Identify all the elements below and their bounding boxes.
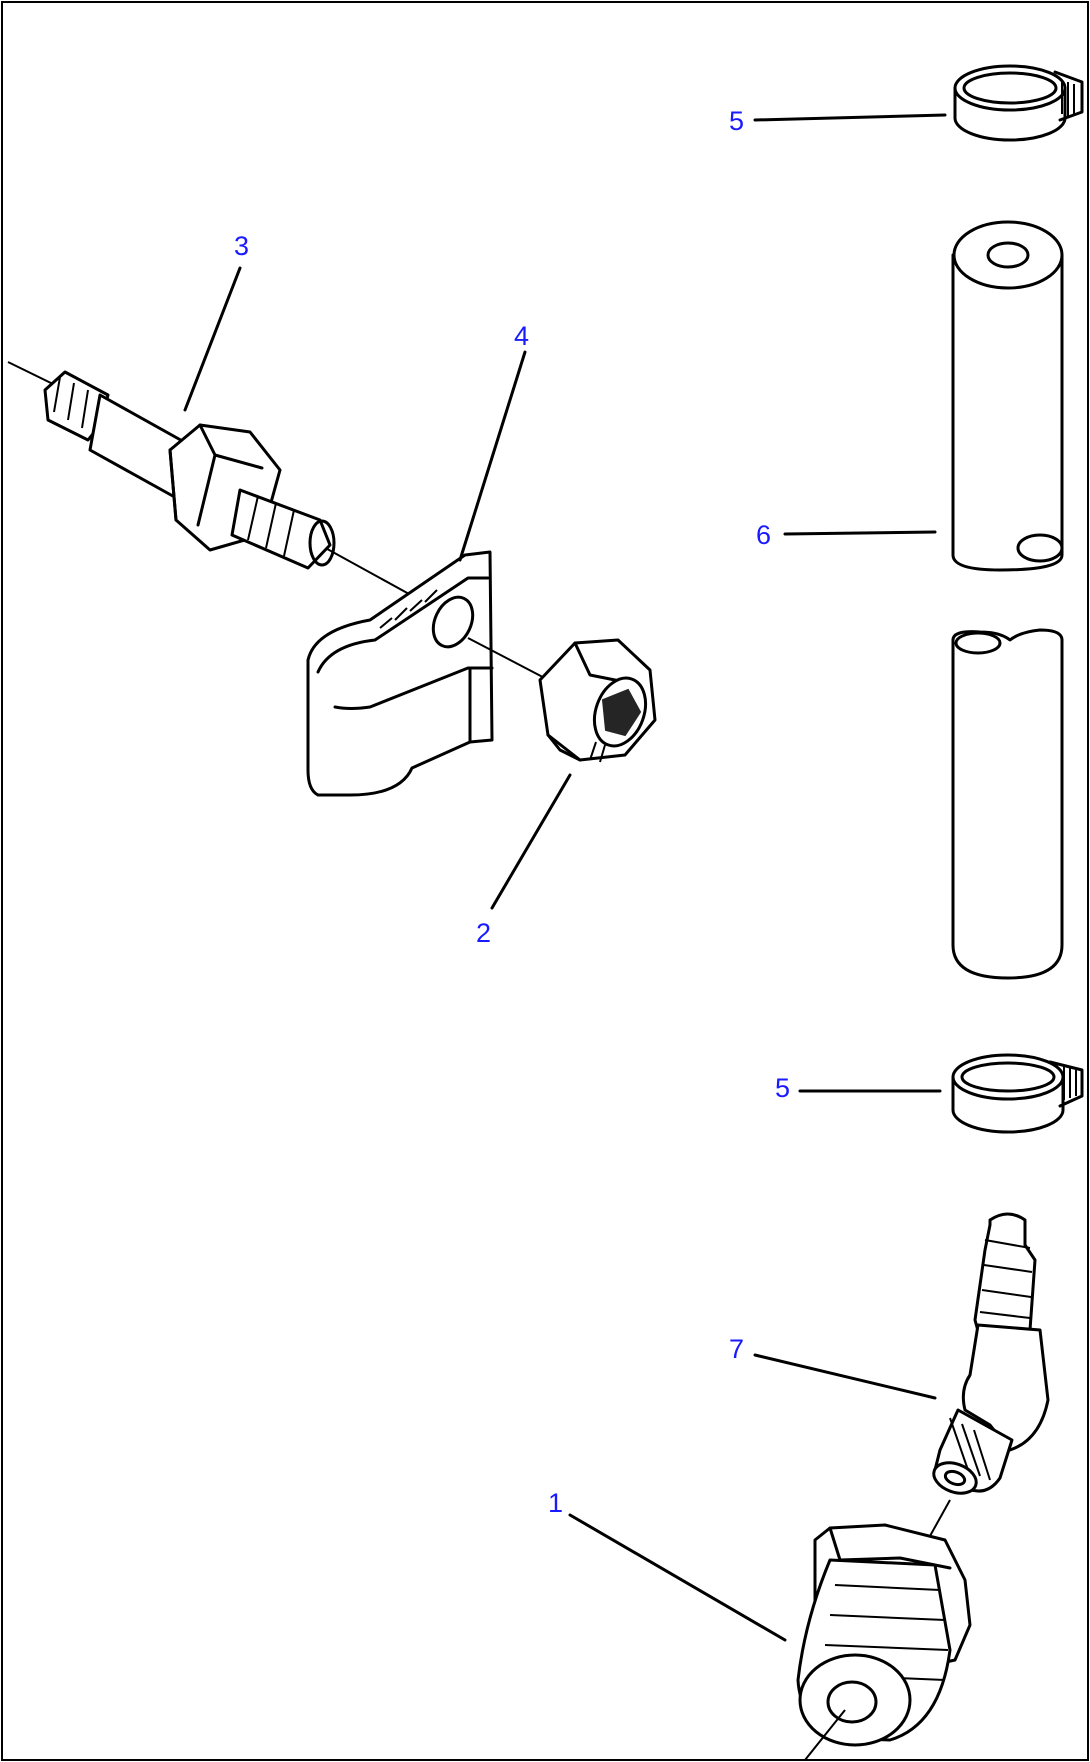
hose-clamp-bottom [951,1053,1084,1134]
leader-1 [568,1513,787,1642]
hose-clamp-top [953,64,1084,142]
leader-lines [183,113,947,1642]
callout-labels: 5 3 4 6 2 5 7 1 [234,106,790,1518]
elbow-fitting [924,1212,1050,1546]
flange-nut [538,638,657,763]
leader-7 [753,1353,937,1400]
callout-5-top: 5 [729,106,744,136]
leader-3 [183,266,242,412]
leader-2 [490,773,572,910]
clip-bracket [306,550,559,797]
callout-6: 6 [756,520,771,550]
hose-nipple [7,361,421,601]
callout-2: 2 [476,918,491,948]
callout-3: 3 [234,231,249,261]
leader-5-top [753,113,947,122]
callout-5-bottom: 5 [775,1073,790,1103]
leader-6 [783,530,937,536]
adapter-fitting [796,1523,972,1761]
callout-7: 7 [729,1334,744,1364]
hose-lower-segment [951,628,1064,980]
hose-upper-segment [951,220,1064,572]
callout-4: 4 [514,321,529,351]
callout-1: 1 [548,1488,563,1518]
leader-4 [458,350,527,562]
